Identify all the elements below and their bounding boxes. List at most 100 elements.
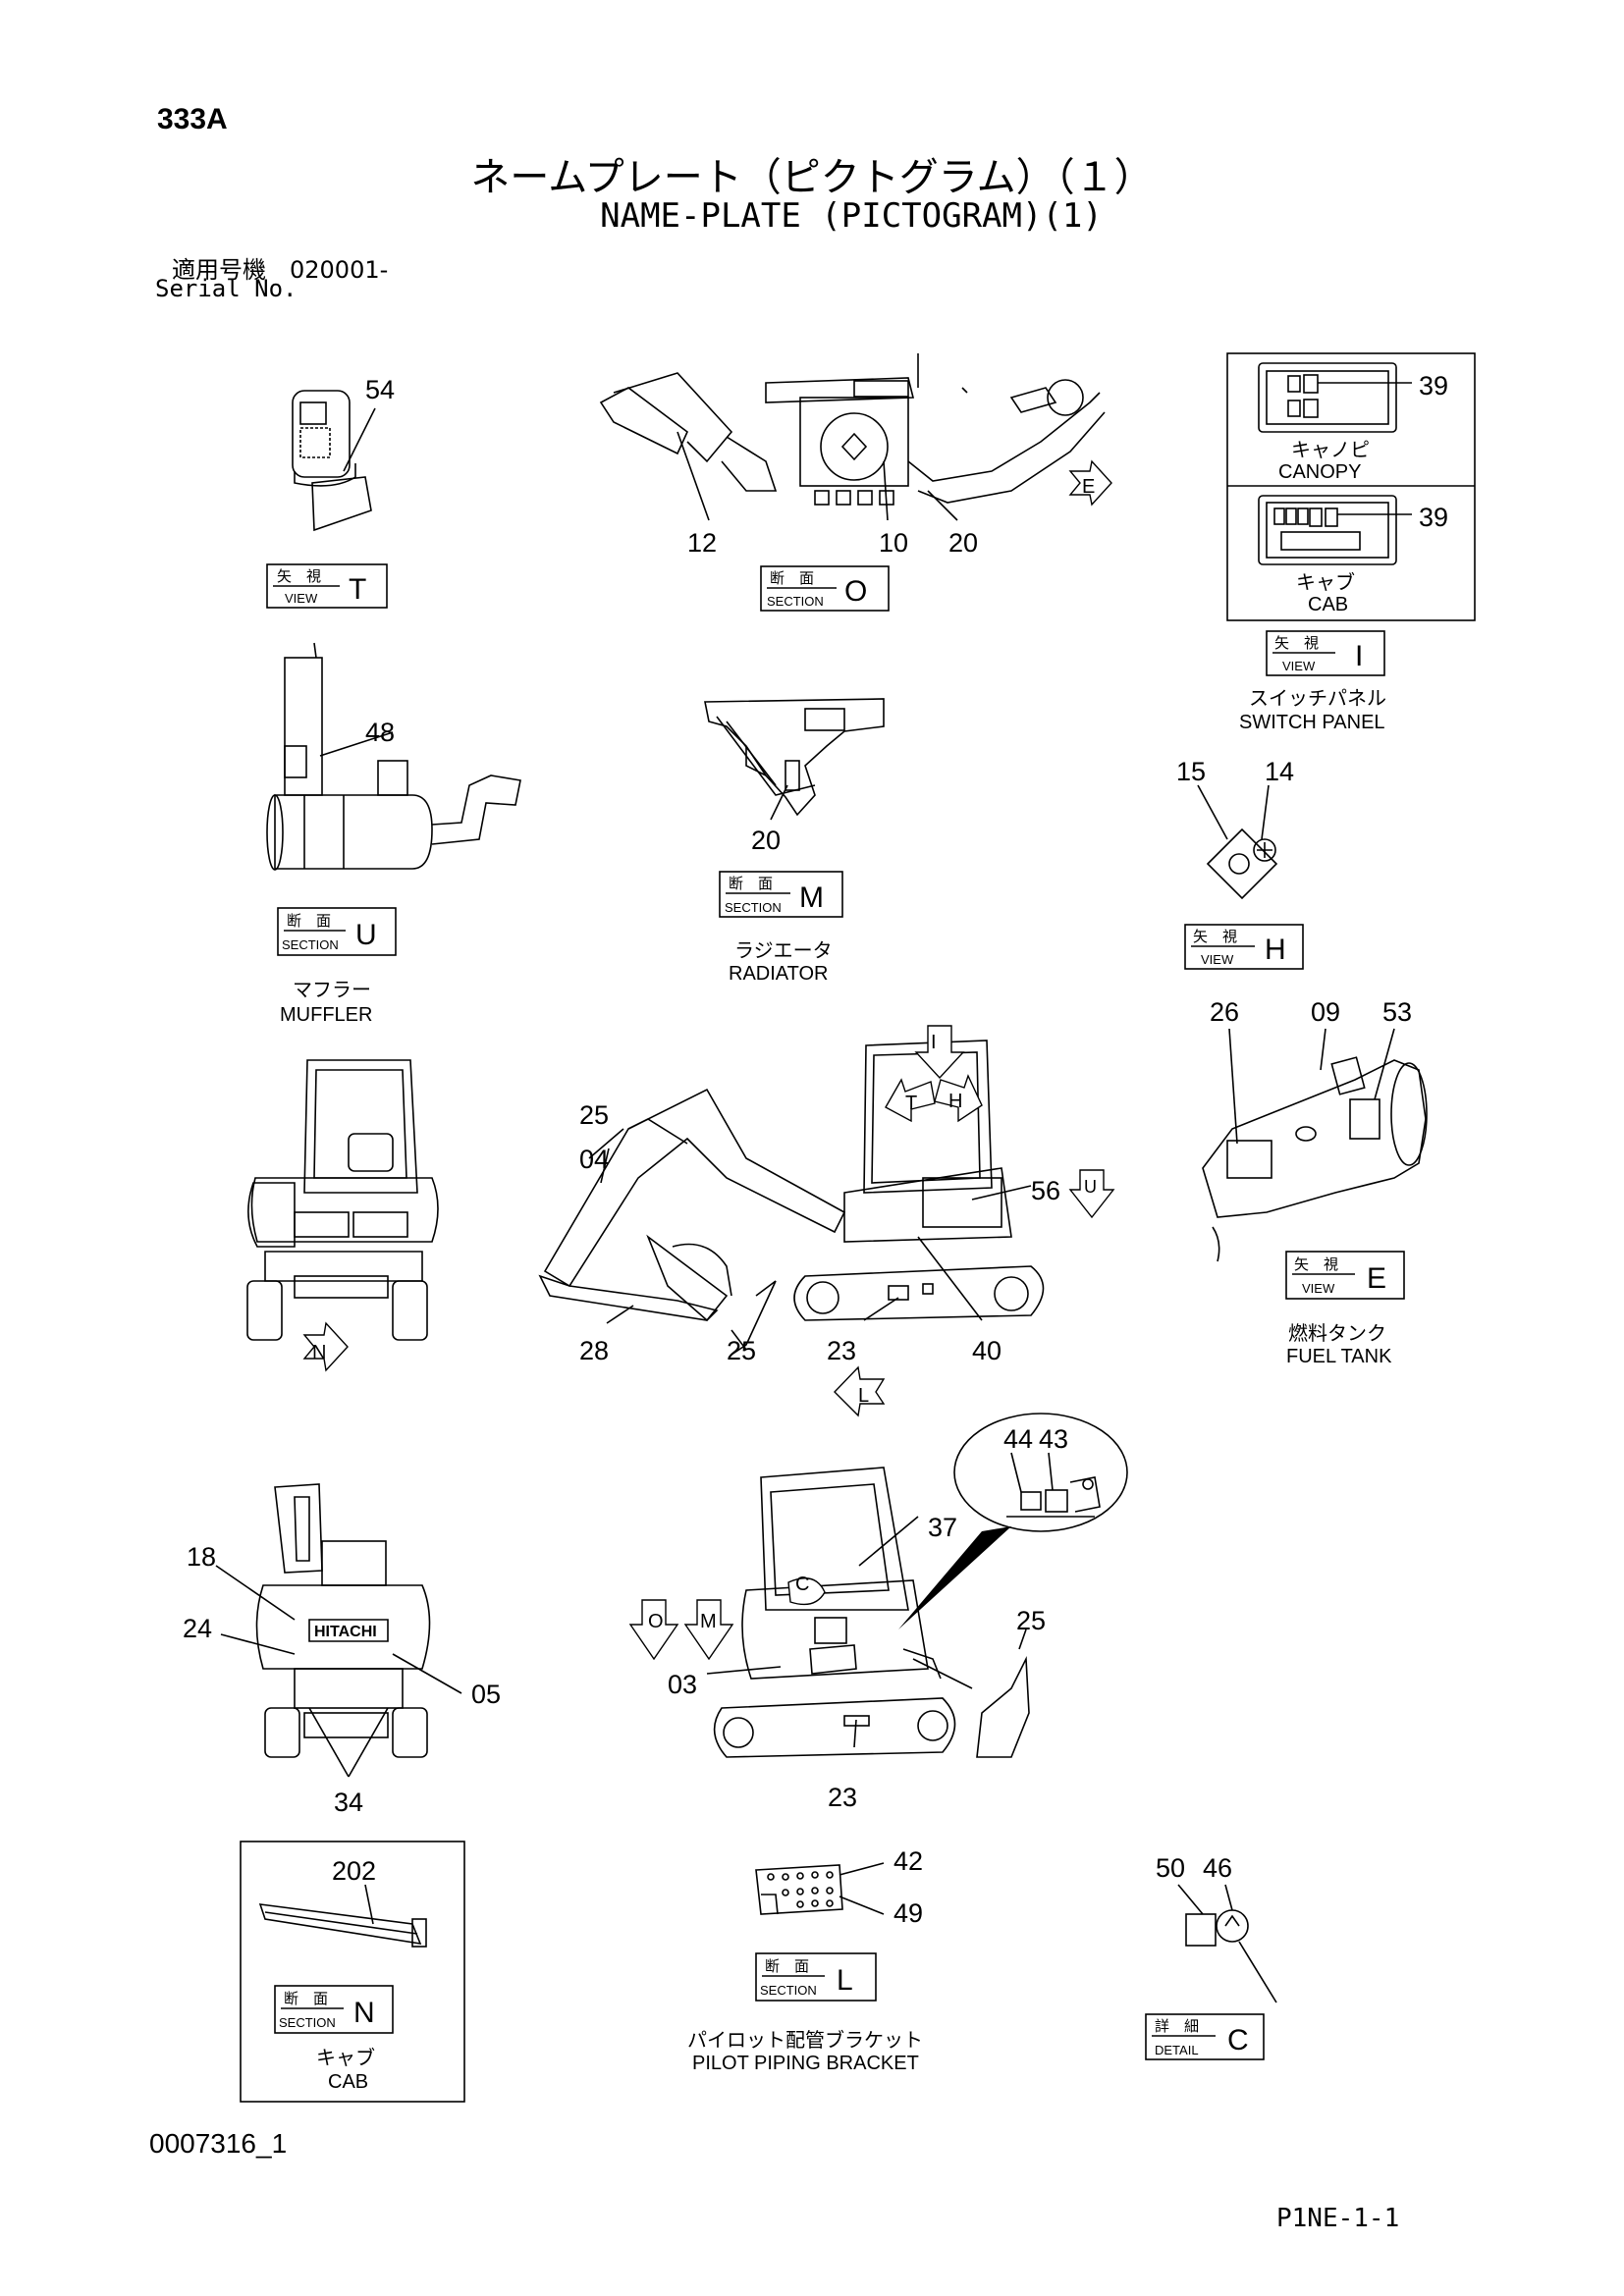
angled-machine-drawing	[713, 1467, 1030, 1758]
callout-46: 46	[1203, 1853, 1232, 1883]
svg-text:T: T	[905, 1093, 917, 1114]
direction-arrow-m: M	[683, 1599, 734, 1661]
svg-text:E: E	[1082, 476, 1095, 498]
view-tag-t: 矢 視 VIEW T	[266, 563, 388, 609]
view-tag-h-letter: H	[1265, 934, 1286, 966]
section-tag-o-en: SECTION	[767, 594, 824, 609]
view-tag-i-en: VIEW	[1282, 659, 1316, 673]
page-reference: P1NE-1-1	[1276, 2204, 1400, 2233]
callout-42: 42	[893, 1846, 923, 1876]
callout-23-front: 23	[828, 1783, 857, 1812]
view-tag-i-jp: 矢 視	[1274, 634, 1319, 652]
switch-panel-frame	[1226, 352, 1476, 621]
view-tag-e-letter: E	[1367, 1262, 1386, 1295]
detail-bubble-content	[1006, 1452, 1101, 1518]
section-n-frame	[240, 1841, 465, 2103]
section-tag-m-letter: M	[799, 881, 824, 914]
callout-49: 49	[893, 1898, 923, 1928]
detail-tag-c-en: DETAIL	[1155, 2043, 1199, 2057]
muffler-drawing	[266, 642, 521, 871]
serial-label-english: Serial No.	[155, 275, 298, 302]
direction-arrow-o: O	[628, 1599, 679, 1661]
radiator-caption-jp: ラジエータ	[734, 939, 833, 962]
view-tag-t-letter: T	[349, 573, 366, 606]
callout-12: 12	[687, 528, 717, 558]
title-japanese: ネームプレート（ピクトグラム）（１）	[470, 155, 1154, 200]
direction-arrow-l: L	[834, 1365, 886, 1417]
switch-panel-caption-jp: スイッチパネル	[1249, 688, 1386, 710]
page-code: 333A	[157, 103, 228, 135]
callout-34: 34	[334, 1788, 363, 1817]
section-tag-n-jp: 断 面	[284, 1990, 328, 2007]
view-tag-i: 矢 視 VIEW I	[1266, 630, 1385, 676]
section-tag-m: 断 面 SECTION M	[719, 871, 843, 918]
fuel-tank-caption-jp: 燃料タンク	[1288, 1322, 1386, 1345]
callout-39-canopy: 39	[1419, 371, 1448, 400]
section-tag-u-en: SECTION	[282, 937, 339, 952]
detail-pointer	[898, 1526, 1011, 1629]
callout-23-side: 23	[827, 1336, 856, 1365]
svg-text:M: M	[700, 1611, 717, 1632]
callout-09: 09	[1311, 997, 1340, 1027]
section-tag-m-jp: 断 面	[729, 875, 773, 892]
document-id: 0007316_1	[149, 2128, 288, 2159]
callout-44: 44	[1003, 1424, 1033, 1454]
view-tag-h-jp: 矢 視	[1193, 928, 1237, 945]
section-tag-u-letter: U	[355, 919, 377, 951]
callout-05: 05	[471, 1680, 501, 1709]
callout-48: 48	[365, 718, 395, 747]
section-tag-n-en: SECTION	[279, 2015, 336, 2030]
section-tag-l-en: SECTION	[760, 1983, 817, 1998]
callout-18: 18	[187, 1542, 216, 1572]
cab-n-caption-jp: キャブ	[316, 2046, 375, 2069]
view-h-drawing	[1197, 784, 1278, 900]
bracket-drawing	[755, 1862, 885, 1915]
view-tag-e-jp: 矢 視	[1294, 1255, 1338, 1273]
detail-tag-c-jp: 詳 細	[1155, 2017, 1199, 2035]
view-tag-i-letter: I	[1355, 640, 1363, 672]
switch-panel-caption-en: SWITCH PANEL	[1239, 712, 1385, 733]
front-machine-drawing	[246, 1059, 439, 1341]
svg-text:U: U	[1084, 1177, 1097, 1197]
view-tag-t-jp: 矢 視	[277, 567, 321, 585]
callout-20: 20	[948, 528, 978, 558]
muffler-caption-jp: マフラー	[293, 980, 371, 1001]
callout-25-boom: 25	[579, 1100, 609, 1130]
title-english: NAME-PLATE (PICTOGRAM)(1)	[600, 196, 1103, 236]
direction-arrow-u: U	[1068, 1169, 1115, 1219]
view-t-drawing	[292, 390, 376, 532]
detail-tag-c-letter: C	[1227, 2024, 1249, 2056]
callout-43: 43	[1039, 1424, 1068, 1454]
callout-28: 28	[579, 1336, 609, 1365]
cab-switch-drawing	[1258, 495, 1412, 565]
callout-39-cab: 39	[1419, 503, 1448, 532]
view-tag-e: 矢 視 VIEW E	[1285, 1251, 1405, 1300]
muffler-caption-en: MUFFLER	[280, 1004, 372, 1026]
cab-n-caption-en: CAB	[328, 2071, 368, 2093]
callout-202: 202	[332, 1856, 376, 1886]
direction-arrow-i: I	[914, 1025, 965, 1080]
section-tag-n-letter: N	[353, 1997, 375, 2029]
callout-24: 24	[183, 1614, 212, 1643]
svg-text:I: I	[931, 1032, 937, 1053]
section-tag-l: 断 面 SECTION L	[755, 1952, 877, 2002]
rear-machine-drawing: HITACHI	[215, 1483, 462, 1778]
view-tag-h-en: VIEW	[1201, 952, 1234, 967]
callout-56: 56	[1031, 1176, 1060, 1205]
callout-03: 03	[668, 1670, 697, 1699]
callout-50: 50	[1156, 1853, 1185, 1883]
callout-53: 53	[1382, 997, 1412, 1027]
detail-c-drawing	[1177, 1884, 1277, 2003]
section-tag-u: 断 面 SECTION U	[277, 907, 397, 956]
svg-text:HITACHI: HITACHI	[314, 1624, 377, 1640]
radiator-drawing	[704, 698, 885, 821]
direction-arrow-e: E	[1068, 459, 1112, 507]
bracket-caption-jp: パイロット配管ブラケット	[687, 2028, 923, 2052]
section-tag-u-jp: 断 面	[287, 912, 331, 930]
section-tag-o-jp: 断 面	[770, 569, 814, 587]
callout-15: 15	[1176, 757, 1206, 786]
detail-tag-c: 詳 細 DETAIL C	[1145, 2013, 1265, 2060]
view-tag-h: 矢 視 VIEW H	[1184, 924, 1304, 970]
callout-25-arm: 25	[727, 1336, 756, 1365]
